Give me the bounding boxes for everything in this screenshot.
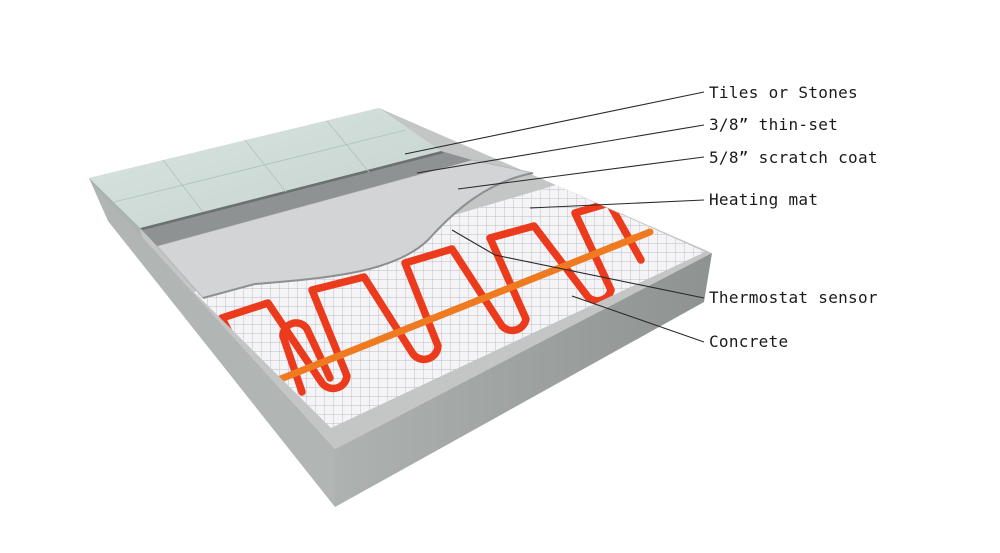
leader-scratch [457,156,705,190]
heating-cable-lower-loops [279,319,334,396]
leader-lines [404,91,705,343]
label-concrete: Concrete [709,332,788,351]
leader-sensor [451,229,705,299]
concrete-front-face [335,253,712,507]
heating-mat [194,185,705,428]
tile-layer [89,108,441,237]
tile-left-edge [89,178,142,237]
label-tiles: Tiles or Stones [709,83,858,102]
label-heating-mat: Heating mat [709,190,818,209]
concrete-left-face [89,178,335,507]
leader-tiles [404,91,705,155]
thinset-layer [140,151,472,246]
label-thermostat-sensor: Thermostat sensor [709,288,878,307]
layer-labels: Tiles or Stones 3/8” thin-set 5/8” scrat… [709,83,878,351]
leader-thinset [416,124,705,174]
leader-concrete [571,295,705,343]
scratch-coat-edge [202,172,534,299]
leader-mat [529,199,705,209]
heating-cable-loops [218,199,645,393]
label-thinset: 3/8” thin-set [709,115,838,134]
heating-cable-spine [264,228,654,388]
label-scratch-coat: 5/8” scratch coat [709,148,878,167]
tile-surface [89,108,441,228]
heating-cable [218,199,654,396]
